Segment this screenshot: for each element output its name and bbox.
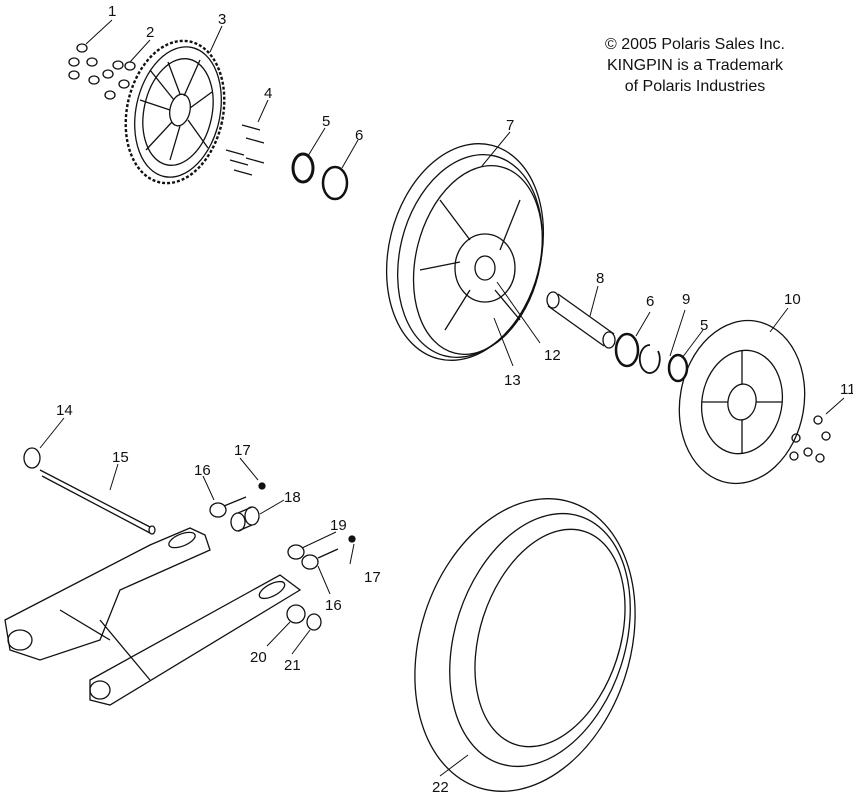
callout-10: 10 [784, 291, 801, 308]
part-nut-21 [306, 613, 322, 631]
callout-2: 2 [146, 24, 154, 41]
part-tire [414, 498, 636, 792]
callout-13: 13 [504, 372, 521, 389]
part-brake-rotor [678, 319, 806, 485]
part-nuts-cluster [68, 43, 136, 100]
part-collar [287, 544, 305, 560]
part-rotor-bolts [789, 415, 831, 463]
callout-8: 8 [596, 270, 604, 287]
part-swingarm [4, 527, 302, 706]
callout-7: 7 [506, 117, 514, 134]
part-bearing-lower [614, 332, 640, 368]
copyright-line-3: of Polaris Industries [624, 78, 766, 95]
callout-21: 21 [284, 657, 301, 674]
copyright-line-2: KINGPIN is a Trademark [606, 57, 784, 74]
callout-3: 3 [218, 11, 226, 28]
callout-14: 14 [56, 402, 73, 419]
part-cap [23, 447, 41, 469]
part-nut-lower [348, 535, 356, 543]
callout-9: 9 [682, 291, 690, 308]
callout-labels: 1 2 3 4 5 6 7 8 6 9 10 5 11 12 13 14 15 … [56, 3, 853, 796]
part-washer-lower [301, 554, 319, 570]
callout-17-lower: 17 [364, 569, 381, 586]
callout-1: 1 [108, 3, 116, 20]
callout-11: 11 [840, 381, 853, 398]
callout-6-lower: 6 [646, 293, 654, 310]
callout-22: 22 [432, 779, 449, 796]
callout-12: 12 [544, 347, 561, 364]
callout-4: 4 [264, 85, 272, 102]
part-bearing-upper [321, 165, 349, 201]
part-bolt-upper [223, 496, 247, 507]
callout-16-upper: 16 [194, 462, 211, 479]
part-snap-ring [638, 344, 661, 374]
part-pivot-shaft [39, 469, 156, 535]
callout-16-lower: 16 [325, 597, 342, 614]
part-seal-upper [291, 152, 315, 184]
part-rear-wheel [385, 143, 545, 361]
part-bolt-lower [317, 548, 339, 559]
callout-6-upper: 6 [355, 127, 363, 144]
callout-19: 19 [330, 517, 347, 534]
callout-5-lower: 5 [700, 317, 708, 334]
part-washer-upper [209, 502, 227, 518]
part-studs [225, 124, 265, 176]
copyright-line-1: © 2005 Polaris Sales Inc. [605, 36, 785, 53]
part-spacer [546, 291, 616, 349]
callout-17-upper: 17 [234, 442, 251, 459]
part-bushing [230, 506, 260, 532]
leader-lines [39, 19, 845, 777]
callout-18: 18 [284, 489, 301, 506]
callout-20: 20 [250, 649, 267, 666]
part-nut-upper [258, 482, 266, 490]
callout-5-upper: 5 [322, 113, 330, 130]
callout-15: 15 [112, 449, 129, 466]
copyright-notice: © 2005 Polaris Sales Inc. KINGPIN is a T… [560, 34, 830, 97]
part-adjuster [286, 604, 306, 624]
part-sprocket [124, 39, 226, 185]
